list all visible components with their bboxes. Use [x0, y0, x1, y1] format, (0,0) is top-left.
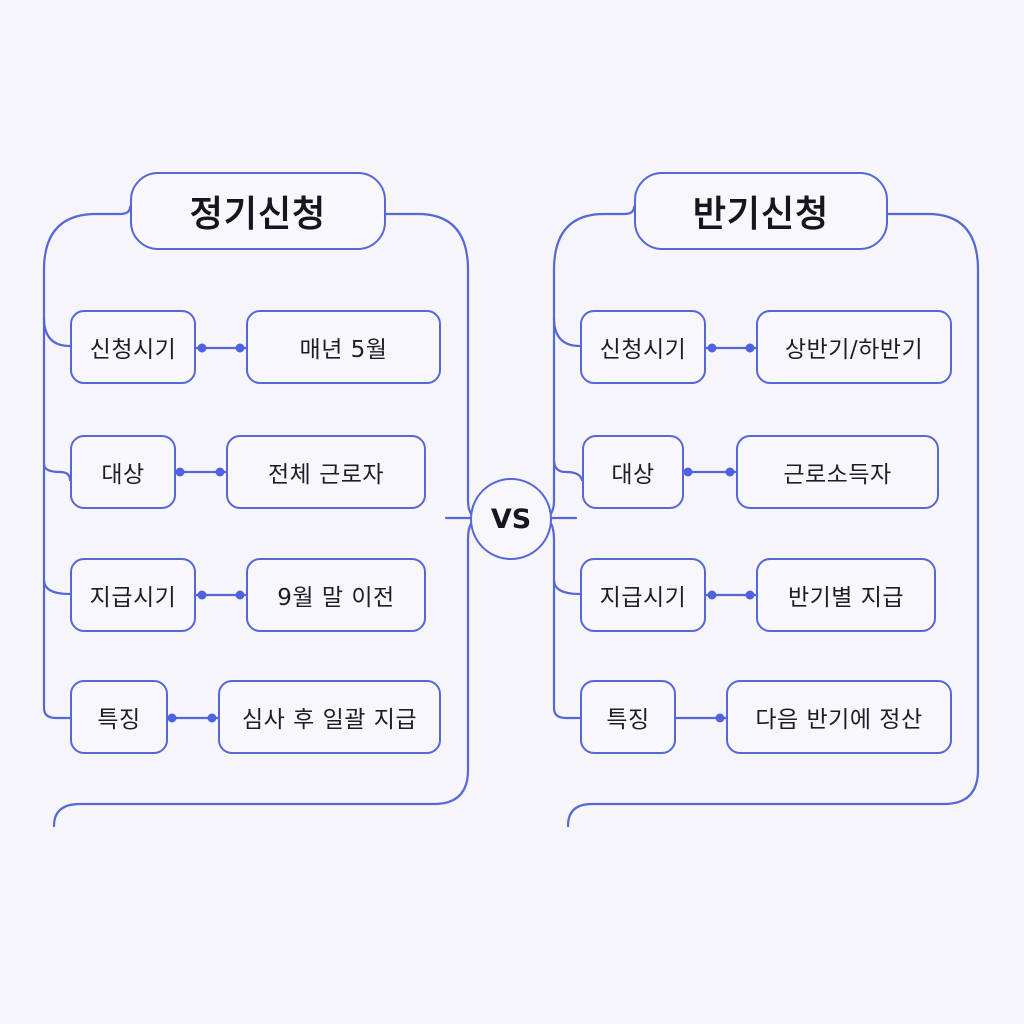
right-label-application-period: 신청시기	[580, 310, 706, 384]
right-label-target: 대상	[582, 435, 684, 509]
left-label-target: 대상	[70, 435, 176, 509]
left-stub-3	[42, 578, 72, 596]
left-value-target: 전체 근로자	[226, 435, 426, 509]
left-title: 정기신청	[130, 172, 386, 250]
left-label-feature: 특징	[70, 680, 168, 754]
left-value-feature: 심사 후 일괄 지급	[218, 680, 441, 754]
right-label-feature: 특징	[580, 680, 676, 754]
left-value-application-period: 매년 5월	[246, 310, 441, 384]
left-value-payment-period: 9월 말 이전	[246, 558, 426, 632]
right-stub-3	[552, 578, 582, 596]
left-stub-1	[42, 316, 72, 348]
right-value-feature: 다음 반기에 정산	[726, 680, 952, 754]
right-bracket-right-line	[566, 212, 980, 828]
left-bracket-line	[42, 205, 132, 720]
right-value-application-period: 상반기/하반기	[756, 310, 952, 384]
right-value-payment-period: 반기별 지급	[756, 558, 936, 632]
vs-circle: VS	[470, 478, 552, 560]
left-label-application-period: 신청시기	[70, 310, 196, 384]
right-stub-2	[552, 458, 584, 482]
right-label-payment-period: 지급시기	[580, 558, 706, 632]
right-title: 반기신청	[634, 172, 888, 250]
left-stub-2	[42, 462, 72, 482]
left-label-payment-period: 지급시기	[70, 558, 196, 632]
right-bracket-line	[540, 205, 636, 520]
right-stub-1	[552, 316, 582, 348]
right-value-target: 근로소득자	[736, 435, 939, 509]
right-bracket-lower	[540, 516, 582, 720]
